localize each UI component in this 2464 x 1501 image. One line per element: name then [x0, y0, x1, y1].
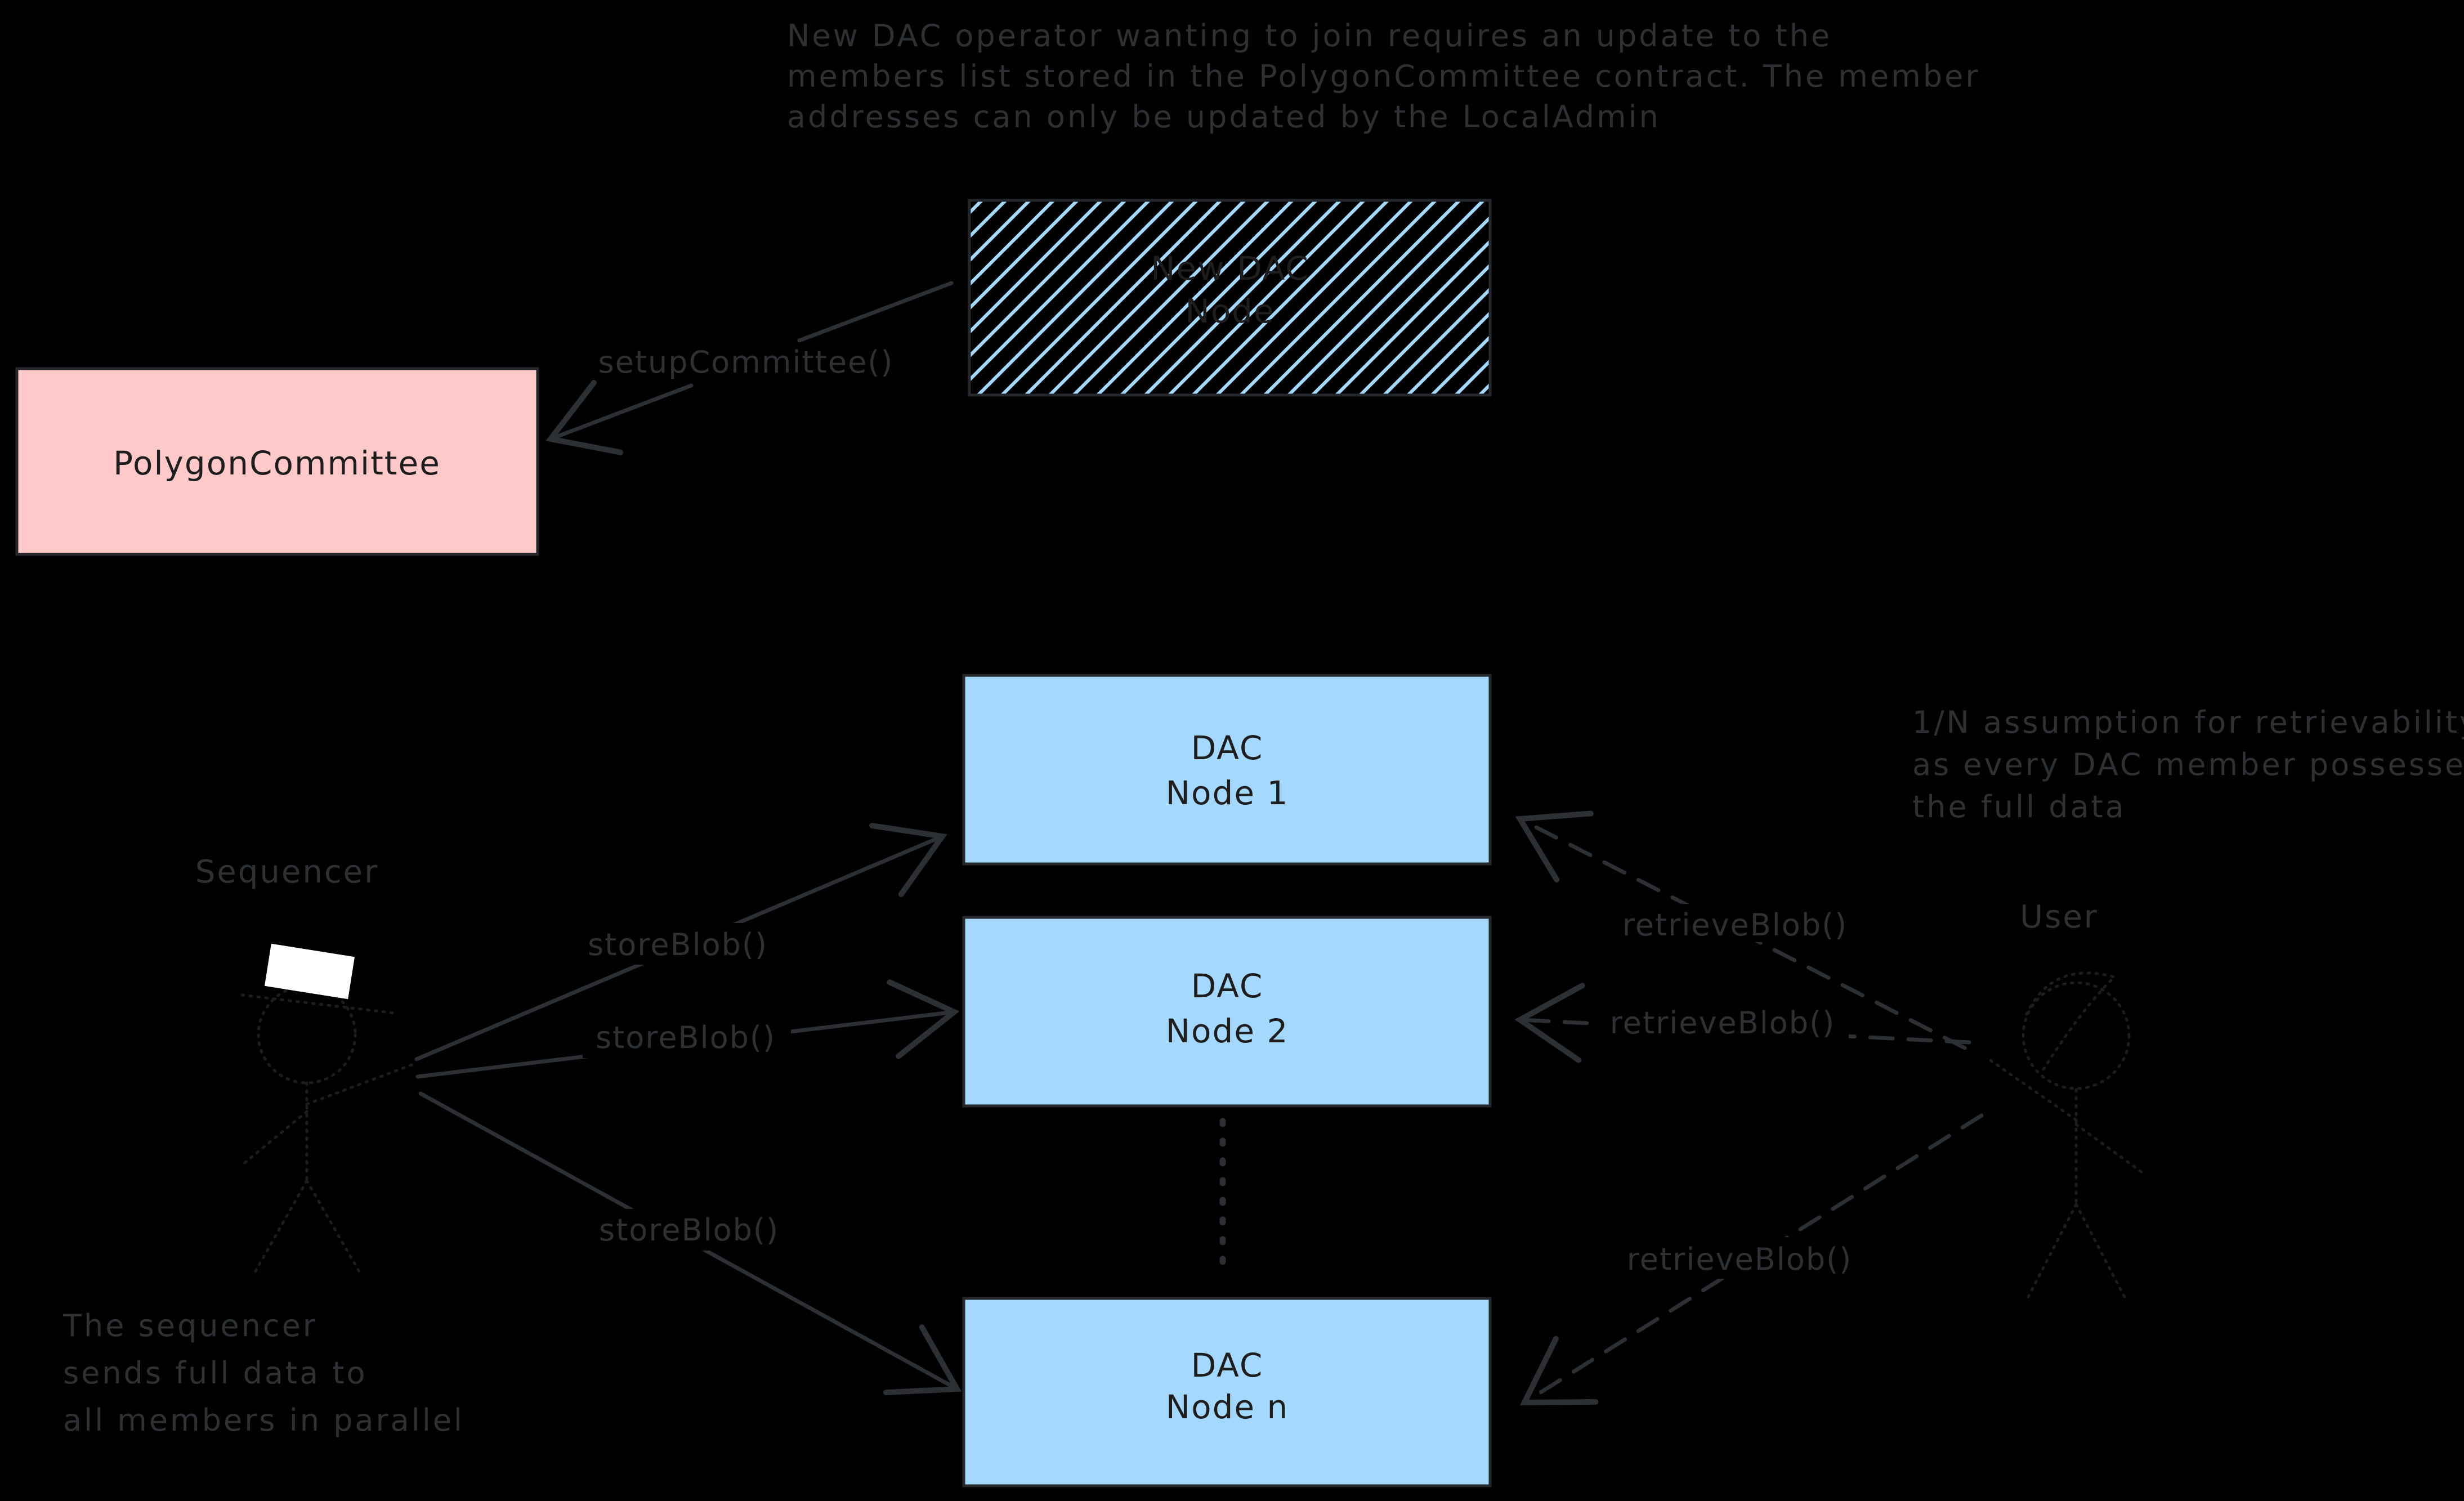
- sequencer-left-leg: [253, 1179, 308, 1275]
- store-blob-label-bg-1: [574, 923, 782, 965]
- retrieve-blob-label-bg-2: [1598, 1002, 1849, 1039]
- sequencer-label: Sequencer: [195, 854, 379, 890]
- retrieve-blob-arrow-1: retrieveBlob(): [1515, 810, 1967, 1050]
- sequencer-figure: [240, 943, 417, 1277]
- retrievability-note: 1/N assumption for retrievability, as ev…: [1912, 705, 2464, 825]
- store-blob-label-bg-3: [588, 1209, 797, 1251]
- setup-committee-label: setupCommittee(): [598, 344, 894, 380]
- setup-committee-line-upper: [797, 281, 954, 343]
- user-head: [2022, 981, 2131, 1090]
- new-dac-node-label-line-1: New DAC: [1151, 249, 1309, 288]
- new-dac-node-box: New DAC Node: [968, 199, 1492, 397]
- dac-node-n-rect: [962, 1297, 1492, 1487]
- dac-node-1-rect: [962, 674, 1492, 866]
- store-blob-arrow-3: storeBlob(): [418, 1091, 962, 1396]
- user-left-arm: [1985, 1056, 2078, 1122]
- user-label: User: [2020, 899, 2099, 935]
- sequencer-left-arm: [240, 1110, 308, 1167]
- sequencer-right-leg: [305, 1179, 363, 1277]
- parallel-note-line-1: The sequencer: [62, 1308, 317, 1343]
- admin-note: New DAC operator wanting to join require…: [787, 18, 1980, 135]
- store-blob-label-3: storeBlob(): [599, 1212, 779, 1248]
- retrieve-blob-label-bg-1: [1610, 904, 1860, 942]
- dac-node-2-box: DAC Node 2: [962, 916, 1492, 1108]
- admin-note-line-3: addresses can only be updated by the Loc…: [787, 99, 1661, 135]
- new-dac-node-label-line-2: Node: [1185, 292, 1275, 330]
- dac-node-2-rect: [962, 916, 1492, 1108]
- sequencer-right-arm: [305, 1062, 417, 1106]
- polygon-committee-label: PolygonCommittee: [113, 444, 441, 482]
- admin-note-line-2: members list stored in the PolygonCommit…: [787, 59, 1980, 94]
- retrievability-note-line-3: the full data: [1912, 789, 2126, 825]
- polygon-committee-box: PolygonCommittee: [15, 367, 539, 556]
- parallel-note-line-3: all members in parallel: [63, 1403, 464, 1438]
- user-right-arm: [2074, 1123, 2148, 1177]
- dac-node-1-box: DAC Node 1: [962, 674, 1492, 866]
- dac-node-n-box: DAC Node n: [962, 1297, 1492, 1487]
- user-figure: [1985, 971, 2148, 1303]
- retrievability-note-line-2: as every DAC member possesses: [1912, 747, 2464, 782]
- store-blob-label-bg-2: [583, 1016, 791, 1058]
- store-blob-label-2: storeBlob(): [596, 1020, 776, 1055]
- dac-node-2-label-line-2: Node 2: [1166, 1012, 1289, 1050]
- retrieve-blob-label-2: retrieveBlob(): [1610, 1005, 1836, 1041]
- retrieve-blob-label-3: retrieveBlob(): [1627, 1242, 1853, 1277]
- store-blob-label-1: storeBlob(): [588, 927, 768, 962]
- user-hair: [2025, 971, 2117, 1071]
- parallel-note: The sequencer sends full data to all mem…: [62, 1308, 464, 1438]
- sequencer-hat-brim: [240, 993, 396, 1015]
- polygon-committee-rect: [15, 367, 539, 556]
- admin-note-line-1: New DAC operator wanting to join require…: [787, 18, 1832, 53]
- dac-node-n-label-line-2: Node n: [1166, 1388, 1289, 1426]
- retrieve-blob-arrow-3: retrieveBlob(): [1519, 1113, 1984, 1406]
- dac-node-1-label-line-1: DAC: [1191, 729, 1264, 767]
- store-blob-arrow-2: storeBlob(): [415, 979, 960, 1079]
- dac-node-1-label-line-2: Node 1: [1166, 774, 1289, 812]
- retrieve-blob-label-bg-3: [1616, 1237, 1863, 1279]
- user-left-leg: [2025, 1203, 2078, 1302]
- retrieve-blob-line-2: [1514, 983, 1971, 1063]
- setup-committee-line-lower: [545, 379, 694, 455]
- sequencer-hat: [264, 943, 355, 1000]
- store-blob-arrow-1: storeBlob(): [414, 823, 947, 1061]
- retrieve-blob-label-1: retrieveBlob(): [1622, 907, 1848, 943]
- parallel-note-line-2: sends full data to: [63, 1355, 368, 1391]
- setup-committee-arrow: setupCommittee(): [545, 281, 954, 455]
- retrieve-blob-arrow-2: retrieveBlob(): [1514, 983, 1971, 1063]
- user-right-leg: [2074, 1203, 2128, 1303]
- retrievability-note-line-1: 1/N assumption for retrievability,: [1912, 705, 2464, 740]
- dac-node-2-label-line-1: DAC: [1191, 967, 1264, 1005]
- dac-node-n-label-line-1: DAC: [1191, 1346, 1264, 1384]
- new-dac-node-rect: [968, 199, 1492, 397]
